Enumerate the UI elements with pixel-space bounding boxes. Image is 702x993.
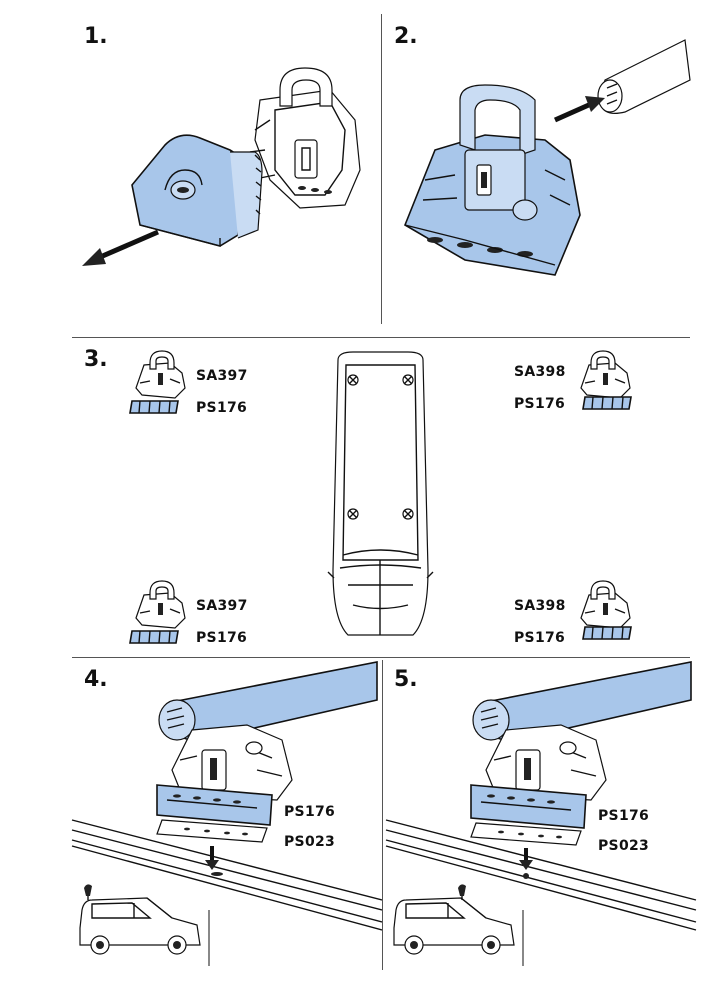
divider-vertical-bottom bbox=[382, 660, 383, 970]
step5-illustration bbox=[385, 661, 697, 966]
label-sa398-bottom: SA398 bbox=[514, 598, 566, 614]
label-ps176-top-left: PS176 bbox=[196, 400, 248, 416]
rubber-pad-icon bbox=[582, 396, 632, 410]
roof-rail-icon bbox=[71, 819, 383, 931]
label-sa397-bottom: SA397 bbox=[196, 598, 248, 614]
roof-bar-icon bbox=[472, 661, 692, 742]
label-ps176-step5: PS176 bbox=[598, 808, 650, 824]
van-side-view-icon bbox=[79, 884, 201, 955]
roof-bar-end-icon bbox=[597, 39, 691, 114]
label-sa397-top: SA397 bbox=[196, 368, 248, 384]
foot-bottom-left bbox=[129, 580, 186, 644]
label-sa398-top: SA398 bbox=[514, 364, 566, 380]
rubber-pad-icon bbox=[582, 626, 632, 640]
label-ps176-bottom-left: PS176 bbox=[196, 630, 248, 646]
divider-horizontal-1 bbox=[72, 337, 690, 338]
roof-bar-foot-icon bbox=[580, 350, 631, 399]
foot-bottom-right bbox=[580, 580, 632, 640]
step-number-4: 4. bbox=[84, 667, 108, 692]
divider-vertical-top bbox=[381, 14, 382, 324]
foot-top-left bbox=[129, 350, 186, 414]
roof-rail-icon bbox=[385, 819, 697, 931]
rubber-pad-icon bbox=[156, 784, 273, 826]
fixing-plate-icon bbox=[470, 822, 582, 846]
divider-horizontal-2 bbox=[72, 657, 690, 658]
roof-bar-foot-icon bbox=[580, 580, 631, 629]
roof-bar-foot-icon bbox=[249, 67, 361, 209]
label-ps023-step4: PS023 bbox=[284, 834, 336, 850]
roof-bar-foot-icon bbox=[135, 350, 186, 399]
label-ps176-top-right: PS176 bbox=[514, 396, 566, 412]
step1-illustration bbox=[82, 67, 361, 266]
step-number-5: 5. bbox=[394, 667, 418, 692]
arrow-icon bbox=[553, 96, 605, 123]
foot-top-right bbox=[580, 350, 632, 410]
label-ps023-step5: PS023 bbox=[598, 838, 650, 854]
mount-point-icon bbox=[347, 374, 414, 520]
end-cap-icon bbox=[131, 134, 263, 247]
arrow-icon bbox=[519, 848, 533, 870]
step-number-2: 2. bbox=[394, 24, 418, 49]
rubber-pad-icon bbox=[129, 630, 179, 644]
label-ps176-bottom-right: PS176 bbox=[514, 630, 566, 646]
step-number-3: 3. bbox=[84, 347, 108, 372]
roof-bar-foot-icon bbox=[485, 724, 607, 801]
roof-bar-foot-icon bbox=[135, 580, 186, 629]
roof-bar-icon bbox=[158, 661, 378, 742]
label-ps176-step4: PS176 bbox=[284, 804, 336, 820]
step-number-1: 1. bbox=[84, 24, 108, 49]
arrow-icon bbox=[205, 846, 219, 870]
van-side-view-icon bbox=[393, 884, 515, 955]
roof-bar-foot-icon bbox=[404, 84, 581, 276]
arrow-icon bbox=[82, 229, 159, 266]
rubber-pad-icon bbox=[470, 784, 587, 829]
rubber-pad-icon bbox=[129, 400, 179, 414]
fixing-plate-icon bbox=[156, 819, 268, 843]
van-top-view-icon bbox=[327, 351, 434, 636]
step4-illustration bbox=[71, 661, 383, 966]
step2-illustration bbox=[404, 39, 691, 276]
